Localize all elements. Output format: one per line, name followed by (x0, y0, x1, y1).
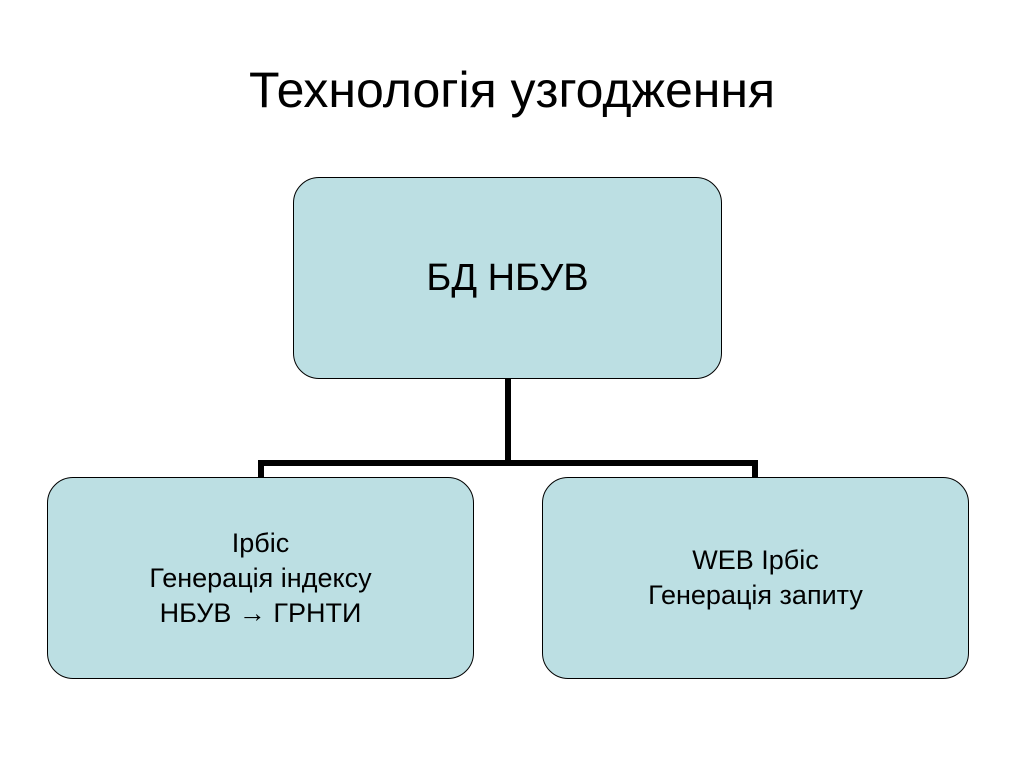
node-irbis-line: НБУВ → ГРНТИ (159, 597, 362, 628)
node-irbis: Ірбіс Генерація індексу НБУВ → ГРНТИ (47, 477, 474, 679)
node-bd-nbuv: БД НБУВ (293, 177, 722, 379)
node-irbis-line: Ірбіс (231, 527, 290, 558)
node-root-label: БД НБУВ (426, 257, 589, 299)
node-web-irbis-line: Генерація запиту (648, 580, 863, 610)
node-web-irbis: WEB Ірбіс Генерація запиту (542, 477, 969, 679)
node-web-irbis-line: WEB Ірбіс (692, 545, 819, 575)
slide-title: Технологія узгодження (248, 62, 776, 118)
node-irbis-line: Генерація індексу (149, 562, 372, 593)
